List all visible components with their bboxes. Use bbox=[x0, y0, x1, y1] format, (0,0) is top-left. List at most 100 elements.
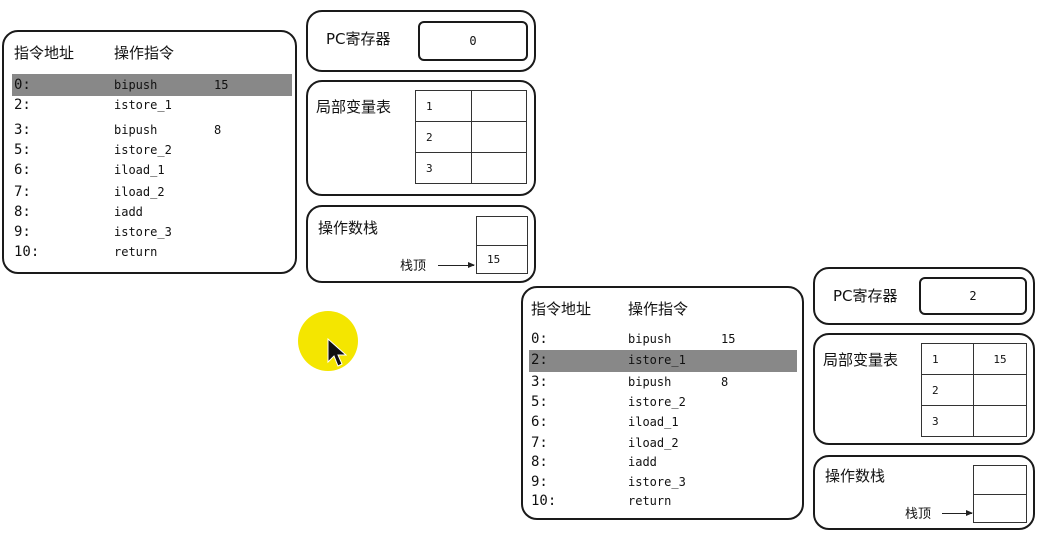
instruction-address: 5: bbox=[14, 142, 31, 158]
instruction-row: 2: istore_1 bbox=[4, 96, 295, 116]
operand-stack-panel-state1: 操作数栈 栈顶 15 bbox=[306, 205, 536, 283]
instruction-arg: 15 bbox=[721, 332, 736, 346]
instruction-address: 7: bbox=[531, 435, 548, 451]
local-slot-index: 1 bbox=[921, 343, 974, 375]
instruction-row: 6: iload_1 bbox=[4, 161, 295, 181]
header-address: 指令地址 bbox=[531, 300, 592, 318]
pc-register-panel-state2: PC寄存器 2 bbox=[813, 267, 1035, 325]
operand-stack-label: 操作数栈 bbox=[318, 219, 379, 237]
local-slot-row: 1 bbox=[415, 90, 527, 122]
cursor-arrow-icon bbox=[327, 338, 347, 367]
instruction-op: bipush bbox=[628, 332, 672, 346]
instruction-address: 9: bbox=[531, 474, 548, 490]
instruction-op: istore_3 bbox=[114, 225, 172, 239]
stack-cell bbox=[974, 494, 1026, 522]
instruction-arg: 15 bbox=[214, 78, 229, 92]
stack-top-arrow-icon bbox=[438, 262, 475, 268]
instruction-address: 8: bbox=[14, 204, 31, 220]
stack-top-label: 栈顶 bbox=[905, 507, 932, 522]
local-slot-row: 1 15 bbox=[921, 343, 1027, 375]
instruction-op: return bbox=[628, 494, 672, 508]
instruction-op: istore_2 bbox=[114, 143, 172, 157]
instruction-op: iadd bbox=[628, 455, 657, 469]
instruction-op: iload_2 bbox=[114, 185, 165, 199]
instruction-op: bipush bbox=[628, 375, 672, 389]
instruction-row: 5: istore_2 bbox=[523, 393, 802, 413]
pc-register-label: PC寄存器 bbox=[326, 30, 391, 48]
instruction-op: bipush bbox=[114, 123, 158, 137]
instruction-address: 3: bbox=[14, 122, 31, 138]
instruction-row: 9: istore_3 bbox=[4, 223, 295, 243]
instruction-arg: 8 bbox=[721, 375, 729, 389]
instruction-address: 3: bbox=[531, 374, 548, 390]
instruction-row: 7: iload_2 bbox=[523, 434, 802, 454]
instruction-row: 6: iload_1 bbox=[523, 413, 802, 433]
instruction-op: istore_1 bbox=[114, 98, 172, 112]
local-variables-table: 1 15 2 3 bbox=[921, 343, 1027, 437]
instruction-op: istore_3 bbox=[628, 475, 686, 489]
instruction-address: 7: bbox=[14, 184, 31, 200]
instruction-row: 3: bipush 8 bbox=[4, 121, 295, 141]
local-slot-index: 1 bbox=[415, 90, 472, 122]
instruction-address: 9: bbox=[14, 224, 31, 240]
pc-register-value: 2 bbox=[919, 277, 1027, 315]
local-slot-index: 3 bbox=[415, 152, 472, 184]
local-slot-index: 2 bbox=[415, 121, 472, 153]
program-panel-state1: 指令地址 操作指令 0: bipush 15 2: istore_1 3: bi… bbox=[2, 30, 297, 274]
stack-top-label: 栈顶 bbox=[400, 259, 427, 274]
local-variables-label: 局部变量表 bbox=[316, 98, 392, 116]
instruction-row: 7: iload_2 bbox=[4, 183, 295, 203]
current-instruction-highlight bbox=[529, 350, 797, 372]
stack-cell bbox=[477, 217, 527, 245]
local-slot-row: 3 bbox=[415, 152, 527, 184]
local-variables-panel-state2: 局部变量表 1 15 2 3 bbox=[813, 333, 1035, 445]
instruction-row: 0: bipush 15 bbox=[523, 330, 802, 350]
instruction-address: 10: bbox=[14, 244, 40, 260]
instruction-op: iload_1 bbox=[114, 163, 165, 177]
local-slot-value bbox=[973, 374, 1027, 406]
instruction-op: bipush bbox=[114, 78, 158, 92]
operand-stack: 15 bbox=[476, 216, 528, 274]
local-slot-value bbox=[471, 90, 527, 122]
pc-register-panel-state1: PC寄存器 0 bbox=[306, 10, 536, 72]
instruction-arg: 8 bbox=[214, 123, 222, 137]
instruction-op: istore_2 bbox=[628, 395, 686, 409]
instruction-row: 8: iadd bbox=[523, 453, 802, 473]
instruction-row: 0: bipush 15 bbox=[4, 76, 295, 96]
header-address: 指令地址 bbox=[14, 44, 75, 62]
instruction-address: 10: bbox=[531, 493, 557, 509]
local-slot-value: 15 bbox=[973, 343, 1027, 375]
local-variables-table: 1 2 3 bbox=[415, 90, 527, 184]
pc-register-label: PC寄存器 bbox=[833, 287, 898, 305]
local-variables-label: 局部变量表 bbox=[823, 351, 899, 369]
instruction-op: istore_1 bbox=[628, 353, 686, 367]
instruction-address: 6: bbox=[531, 414, 548, 430]
instruction-address: 2: bbox=[531, 352, 548, 368]
local-slot-value bbox=[471, 121, 527, 153]
local-slot-row: 2 bbox=[415, 121, 527, 153]
pc-register-value: 0 bbox=[418, 21, 528, 61]
instruction-address: 0: bbox=[14, 77, 31, 93]
instruction-row: 2: istore_1 bbox=[523, 351, 802, 371]
instruction-address: 8: bbox=[531, 454, 548, 470]
instruction-row: 8: iadd bbox=[4, 203, 295, 223]
instruction-address: 6: bbox=[14, 162, 31, 178]
header-instruction: 操作指令 bbox=[628, 300, 689, 318]
instruction-address: 0: bbox=[531, 331, 548, 347]
instruction-row: 10: return bbox=[523, 492, 802, 512]
local-slot-row: 2 bbox=[921, 374, 1027, 406]
operand-stack bbox=[973, 465, 1027, 523]
operand-stack-panel-state2: 操作数栈 栈顶 bbox=[813, 455, 1035, 530]
local-slot-value bbox=[471, 152, 527, 184]
instruction-op: iload_1 bbox=[628, 415, 679, 429]
current-instruction-highlight bbox=[12, 74, 292, 96]
header-instruction: 操作指令 bbox=[114, 44, 175, 62]
instruction-address: 2: bbox=[14, 97, 31, 113]
instruction-address: 5: bbox=[531, 394, 548, 410]
local-variables-panel-state1: 局部变量表 1 2 3 bbox=[306, 80, 536, 196]
instruction-row: 3: bipush 8 bbox=[523, 373, 802, 393]
stack-cell: 15 bbox=[477, 245, 527, 273]
local-slot-index: 2 bbox=[921, 374, 974, 406]
instruction-row: 5: istore_2 bbox=[4, 141, 295, 161]
local-slot-value bbox=[973, 405, 1027, 437]
